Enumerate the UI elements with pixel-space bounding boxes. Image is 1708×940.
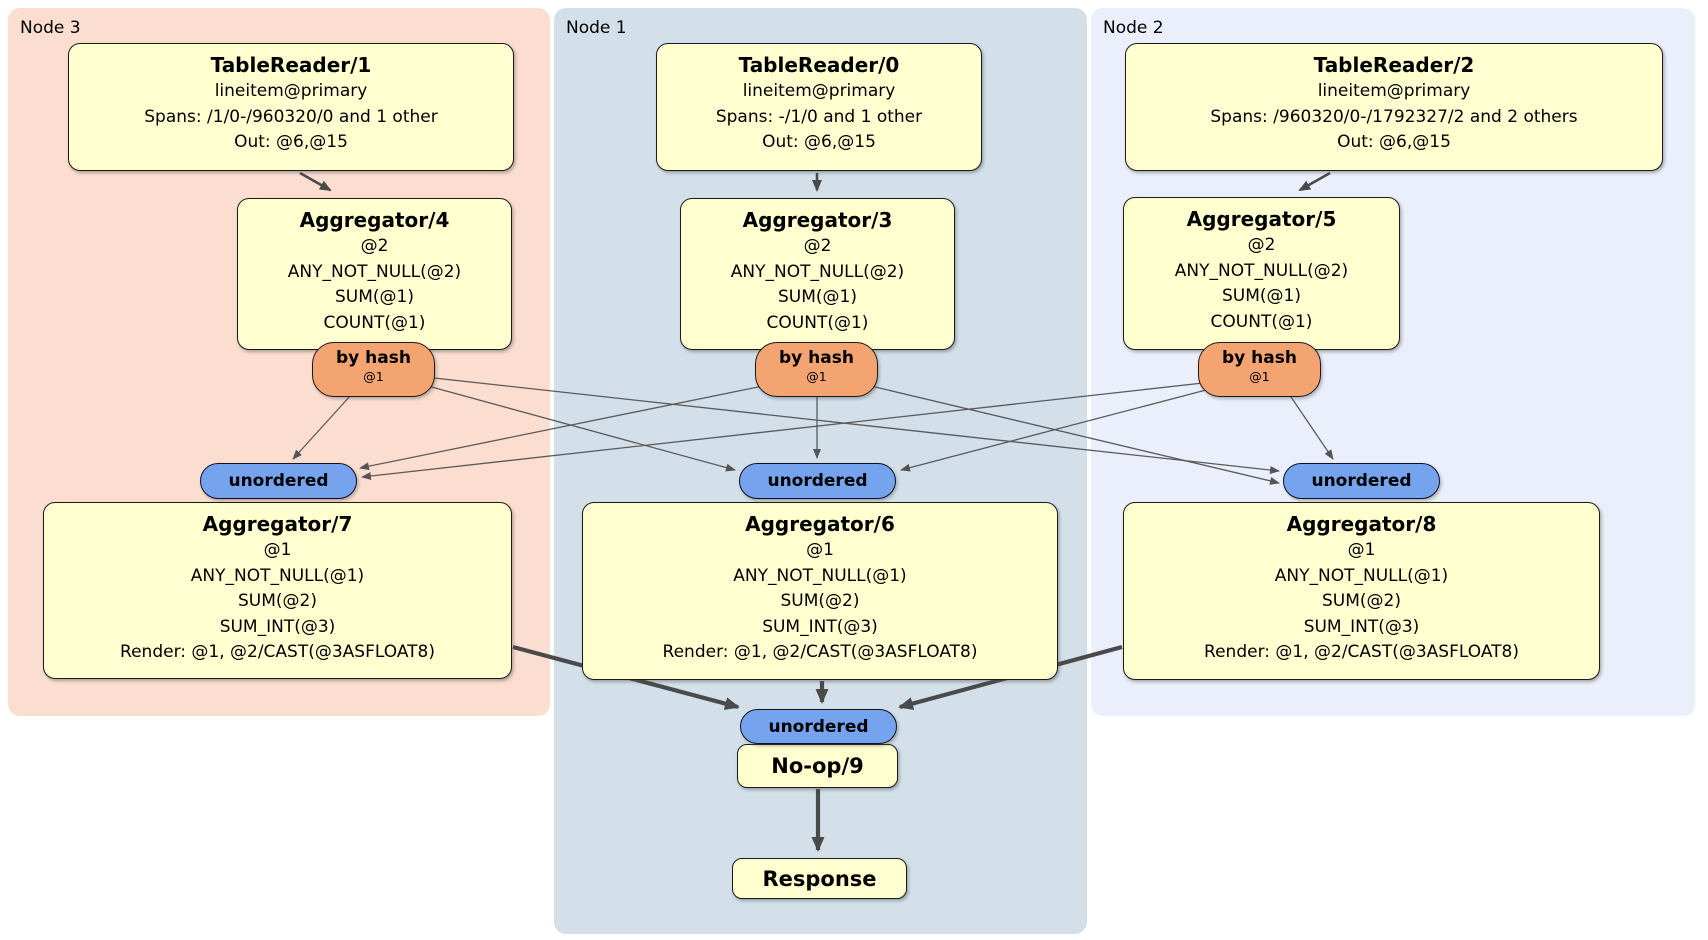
aggregator3-fn1: ANY_NOT_NULL(@2) bbox=[730, 261, 905, 282]
unordered-stream-final-label: unordered bbox=[768, 716, 869, 737]
hash-router-5-column: @1 bbox=[1249, 369, 1270, 384]
aggregator6-group: @1 bbox=[806, 540, 834, 560]
aggregator4-fn2: SUM(@1) bbox=[335, 287, 414, 307]
aggregator3-group: @2 bbox=[803, 236, 832, 256]
aggregator8-fn1: ANY_NOT_NULL(@1) bbox=[1274, 565, 1449, 586]
aggregator3-title: Aggregator/3 bbox=[742, 208, 893, 232]
hash-router-3-column: @1 bbox=[806, 369, 827, 384]
unordered-stream-left-label: unordered bbox=[228, 471, 329, 491]
tablereader2-box: TableReader/2 lineitem@primary Spans: /9… bbox=[1125, 43, 1663, 171]
node1-region-label: Node 1 bbox=[566, 18, 627, 38]
aggregator4-title: Aggregator/4 bbox=[299, 208, 450, 232]
tablereader2-out: Out: @6,@15 bbox=[1337, 132, 1451, 152]
aggregator8-title: Aggregator/8 bbox=[1286, 512, 1437, 536]
aggregator8-fn2: SUM(@2) bbox=[1322, 591, 1401, 611]
response-box: Response bbox=[732, 858, 907, 899]
hash-router-4: by hash @1 bbox=[312, 342, 435, 397]
hash-router-4-label: by hash bbox=[336, 348, 411, 368]
aggregator7-title: Aggregator/7 bbox=[202, 512, 353, 536]
unordered-stream-left: unordered bbox=[200, 463, 357, 499]
tablereader1-out: Out: @6,@15 bbox=[234, 132, 348, 152]
aggregator5-fn2: SUM(@1) bbox=[1222, 286, 1301, 306]
aggregator4-box: Aggregator/4 @2 ANY_NOT_NULL(@2) SUM(@1)… bbox=[237, 198, 512, 350]
tablereader0-box: TableReader/0 lineitem@primary Spans: -/… bbox=[656, 43, 982, 171]
aggregator4-fn1: ANY_NOT_NULL(@2) bbox=[287, 261, 462, 282]
aggregator5-fn3: COUNT(@1) bbox=[1210, 311, 1313, 332]
node2-region-label: Node 2 bbox=[1103, 18, 1164, 38]
unordered-stream-right: unordered bbox=[1283, 463, 1440, 499]
node3-region-label: Node 3 bbox=[20, 18, 81, 38]
aggregator7-render: Render: @1, @2/CAST(@3ASFLOAT8) bbox=[120, 642, 435, 662]
aggregator5-fn1: ANY_NOT_NULL(@2) bbox=[1174, 260, 1349, 281]
tablereader1-spans: Spans: /1/0-/960320/0 and 1 other bbox=[144, 106, 438, 127]
unordered-stream-middle-label: unordered bbox=[767, 471, 868, 491]
aggregator6-render: Render: @1, @2/CAST(@3ASFLOAT8) bbox=[662, 642, 978, 662]
tablereader1-index: lineitem@primary bbox=[214, 81, 368, 101]
aggregator3-box: Aggregator/3 @2 ANY_NOT_NULL(@2) SUM(@1)… bbox=[680, 198, 955, 350]
aggregator4-fn3: COUNT(@1) bbox=[323, 312, 426, 333]
tablereader2-index: lineitem@primary bbox=[1317, 81, 1471, 101]
aggregator6-title: Aggregator/6 bbox=[745, 512, 895, 536]
hash-router-5-label: by hash bbox=[1222, 348, 1297, 368]
aggregator7-group: @1 bbox=[263, 540, 292, 560]
aggregator4-group: @2 bbox=[360, 236, 389, 256]
tablereader1-title: TableReader/1 bbox=[210, 53, 372, 77]
response-title: Response bbox=[762, 866, 877, 891]
tablereader0-title: TableReader/0 bbox=[738, 53, 900, 77]
tablereader-to-aggregator-edges bbox=[299, 171, 1331, 192]
hash-router-stream-edges bbox=[292, 377, 1334, 485]
noop9-box: No-op/9 bbox=[737, 744, 898, 788]
aggregator6-fn1: ANY_NOT_NULL(@1) bbox=[733, 565, 907, 586]
tablereader0-out: Out: @6,@15 bbox=[762, 132, 876, 152]
aggregator8-render: Render: @1, @2/CAST(@3ASFLOAT8) bbox=[1204, 642, 1519, 662]
aggregator8-box: Aggregator/8 @1 ANY_NOT_NULL(@1) SUM(@2)… bbox=[1123, 502, 1600, 680]
aggregator5-group: @2 bbox=[1247, 235, 1276, 255]
aggregator7-fn2: SUM(@2) bbox=[238, 591, 317, 611]
hash-router-5: by hash @1 bbox=[1198, 342, 1321, 397]
aggregator7-fn1: ANY_NOT_NULL(@1) bbox=[190, 565, 365, 586]
aggregator8-fn3: SUM_INT(@3) bbox=[1303, 616, 1420, 637]
hash-router-3-label: by hash bbox=[779, 348, 854, 368]
tablereader0-index: lineitem@primary bbox=[742, 81, 896, 101]
aggregator7-box: Aggregator/7 @1 ANY_NOT_NULL(@1) SUM(@2)… bbox=[43, 502, 512, 679]
hash-router-3: by hash @1 bbox=[755, 342, 878, 397]
aggregator7-fn3: SUM_INT(@3) bbox=[219, 616, 336, 637]
hash-router-4-column: @1 bbox=[363, 369, 384, 384]
aggregator6-fn3: SUM_INT(@3) bbox=[762, 616, 878, 637]
unordered-stream-final: unordered bbox=[740, 709, 897, 744]
tablereader1-box: TableReader/1 lineitem@primary Spans: /1… bbox=[68, 43, 514, 171]
tablereader2-title: TableReader/2 bbox=[1313, 53, 1475, 77]
aggregator5-box: Aggregator/5 @2 ANY_NOT_NULL(@2) SUM(@1)… bbox=[1123, 197, 1400, 350]
aggregator3-fn3: COUNT(@1) bbox=[766, 312, 869, 333]
unordered-stream-middle: unordered bbox=[739, 463, 896, 499]
aggregator6-box: Aggregator/6 @1 ANY_NOT_NULL(@1) SUM(@2)… bbox=[582, 502, 1058, 680]
noop9-title: No-op/9 bbox=[771, 754, 864, 778]
aggregator8-group: @1 bbox=[1347, 540, 1376, 560]
tablereader0-spans: Spans: -/1/0 and 1 other bbox=[715, 106, 923, 127]
aggregator5-title: Aggregator/5 bbox=[1186, 207, 1337, 231]
aggregator6-fn2: SUM(@2) bbox=[780, 591, 860, 611]
aggregator3-fn2: SUM(@1) bbox=[778, 287, 857, 307]
tablereader2-spans: Spans: /960320/0-/1792327/2 and 2 others bbox=[1210, 106, 1578, 127]
unordered-stream-right-label: unordered bbox=[1311, 471, 1412, 491]
